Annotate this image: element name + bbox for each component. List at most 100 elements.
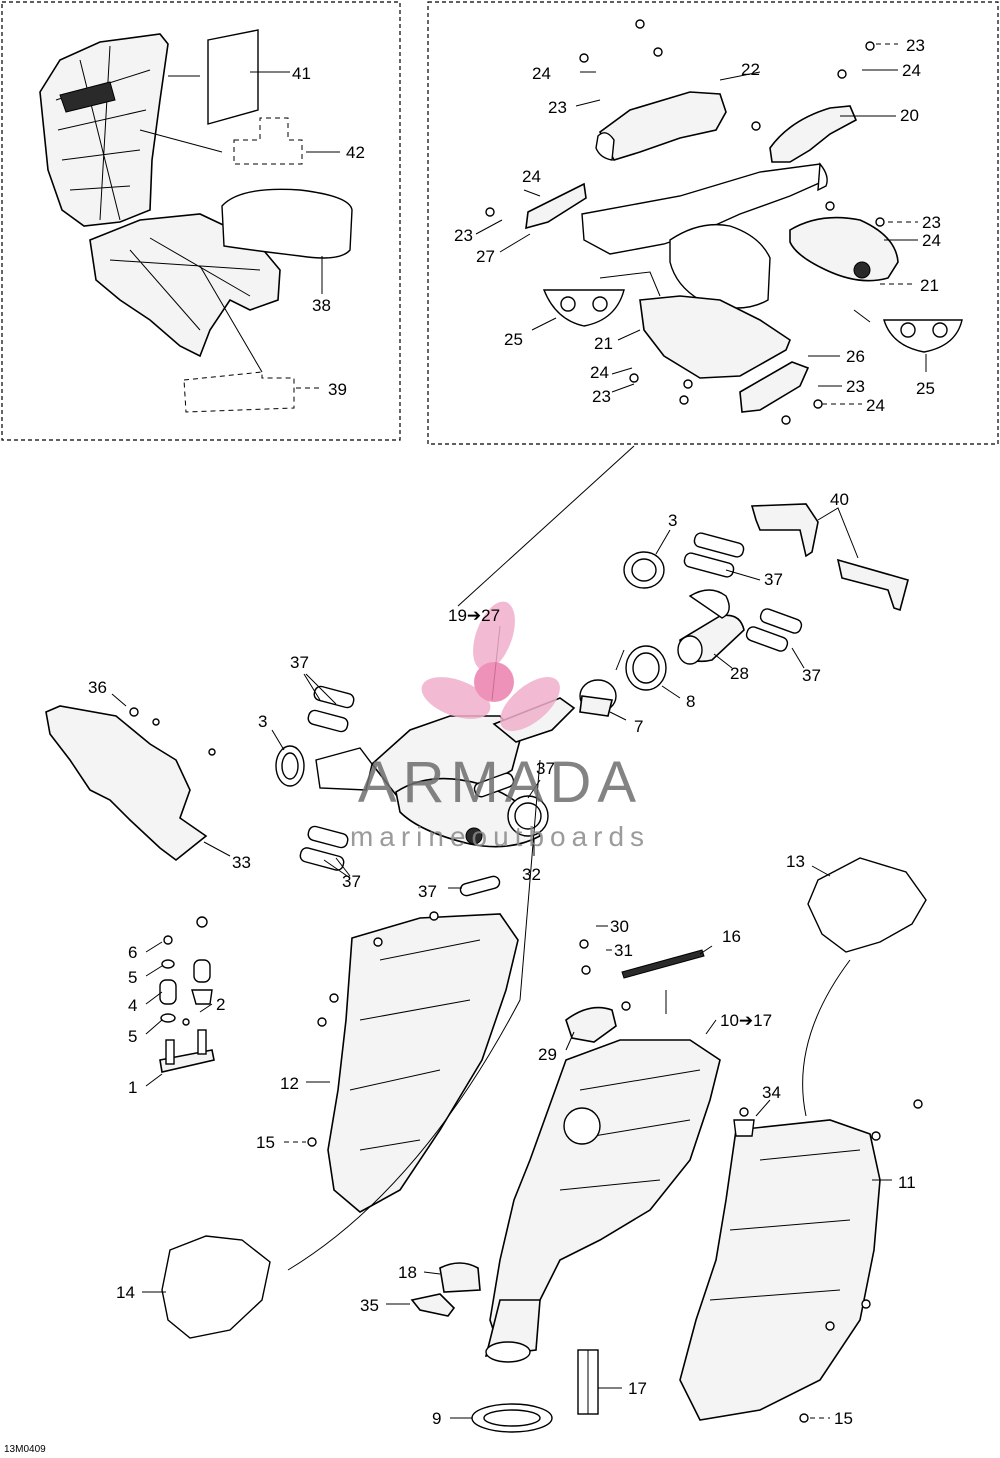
callout-17: 17	[628, 1379, 647, 1398]
callout-34: 34	[762, 1083, 781, 1102]
callout-13: 13	[786, 852, 805, 871]
callout-8: 8	[686, 692, 695, 711]
heat-shield-13	[807, 857, 927, 953]
watermark-brand: ARMADA	[358, 750, 642, 815]
callout-23f: 23	[592, 387, 611, 406]
callout-37d: 37	[536, 759, 555, 778]
callout-39: 39	[328, 380, 347, 399]
heat-shield-22	[595, 91, 727, 161]
heat-shield-26	[739, 361, 810, 413]
callout-2: 2	[216, 995, 225, 1014]
callout-11: 11	[898, 1173, 916, 1192]
pad-38	[221, 188, 353, 259]
heat-shield-20	[769, 105, 858, 163]
callout-1: 1	[128, 1078, 137, 1097]
strip-17	[577, 1349, 599, 1415]
callout-23e: 23	[846, 377, 865, 396]
callout-37a: 37	[764, 570, 783, 589]
plate-39	[183, 371, 295, 413]
gasket-3-top	[623, 551, 665, 589]
callout-23a: 23	[906, 36, 925, 55]
callout-6: 6	[128, 943, 137, 962]
callout-37b: 37	[290, 653, 309, 672]
springs-37-main	[299, 685, 515, 897]
callout-37e: 37	[342, 872, 361, 891]
callout-30: 30	[610, 917, 629, 936]
fasteners-main	[129, 707, 923, 1423]
callout-24b: 24	[902, 61, 921, 80]
callout-7: 7	[634, 717, 643, 736]
exhaust-manifold-19	[315, 697, 576, 848]
callout-40: 40	[830, 490, 849, 509]
watermark-tagline: marineoutboards	[350, 821, 650, 852]
clamp-8	[615, 645, 667, 691]
callout-25a: 25	[504, 330, 523, 349]
callout-23c: 23	[922, 213, 941, 232]
heat-shield-29	[565, 1006, 617, 1043]
callout-26: 26	[846, 347, 865, 366]
callout-31: 31	[614, 941, 633, 960]
callout-19-27: 19➔27	[448, 606, 500, 625]
strip-16	[621, 949, 705, 979]
callout-35: 35	[360, 1296, 379, 1315]
exhaust-pipe-inset	[581, 162, 828, 309]
bracket-40	[750, 503, 909, 612]
callout-5b: 5	[128, 1027, 137, 1046]
heat-shield-14	[161, 1235, 271, 1339]
inset-screws	[485, 19, 885, 425]
heat-shield-27	[525, 182, 587, 230]
drawing-code: 13M0409	[4, 1444, 46, 1455]
label-plate-42	[233, 117, 303, 165]
callout-24c: 24	[522, 167, 541, 186]
callout-41: 41	[292, 64, 311, 83]
callout-labels: 41 42 38 39 22 23 24 24 23 20 24 23 23 2…	[88, 36, 941, 1428]
callout-24e: 24	[590, 363, 609, 382]
callout-24a: 24	[532, 64, 551, 83]
callout-23b: 23	[548, 98, 567, 117]
callout-12: 12	[280, 1074, 299, 1093]
callout-20: 20	[900, 106, 919, 125]
callout-25b: 25	[916, 379, 935, 398]
muffler-cover-11	[679, 1119, 881, 1421]
callout-42: 42	[346, 143, 365, 162]
callout-18: 18	[398, 1263, 417, 1282]
callout-36: 36	[88, 678, 107, 697]
callout-22: 22	[741, 60, 760, 79]
muffler-cover-12	[327, 913, 519, 1213]
gasket-25-left	[542, 289, 625, 327]
mount-assembly-1-6	[159, 916, 215, 1073]
outlet-pipe	[484, 1299, 541, 1363]
callout-9: 9	[432, 1409, 441, 1428]
bracket-35	[410, 1293, 456, 1317]
callout-4: 4	[128, 996, 137, 1015]
gasket-25-right	[883, 319, 963, 353]
callout-14: 14	[116, 1283, 135, 1302]
mount-18	[439, 1262, 481, 1293]
gasket-9	[471, 1403, 553, 1433]
heat-shield-33	[45, 705, 216, 862]
decal-41	[207, 29, 259, 125]
callout-28: 28	[730, 664, 749, 683]
callout-24d: 24	[922, 231, 941, 250]
gasket-3-left	[275, 745, 305, 787]
armada-logo	[421, 601, 560, 731]
callout-15b: 15	[834, 1409, 853, 1428]
callout-38: 38	[312, 296, 331, 315]
heat-shield-21-right	[789, 216, 899, 282]
callout-29: 29	[538, 1045, 557, 1064]
callout-3a: 3	[668, 511, 677, 530]
callout-27: 27	[476, 247, 495, 266]
callout-3b: 3	[258, 712, 267, 731]
muffler-10	[489, 1039, 721, 1352]
callout-21a: 21	[920, 276, 939, 295]
grommet-34	[733, 1107, 755, 1137]
callout-32: 32	[522, 865, 541, 884]
sleeve-7	[579, 679, 617, 717]
callout-16: 16	[722, 927, 741, 946]
callout-5a: 5	[128, 968, 137, 987]
heat-shield-21-left	[639, 295, 791, 379]
inset-box-left	[1, 1, 401, 441]
callout-37c: 37	[802, 666, 821, 685]
upper-cover-assembly	[39, 33, 281, 358]
